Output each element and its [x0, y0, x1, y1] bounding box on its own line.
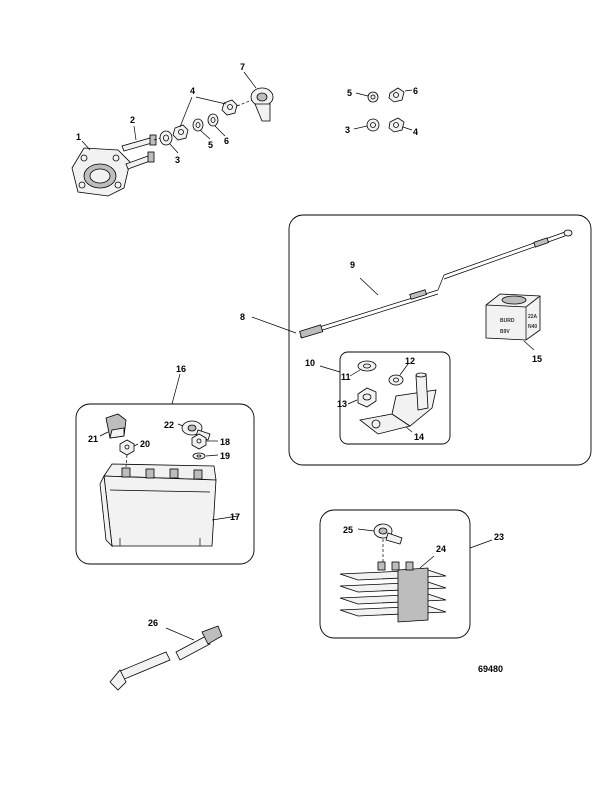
- part-20-nut: [119, 439, 139, 456]
- kit-23-frame: [319, 509, 471, 639]
- callout-25: 25: [343, 525, 353, 535]
- callout-6b: 6: [413, 86, 418, 96]
- part-18-nut: [191, 433, 218, 450]
- anode-text-3: N40: [528, 324, 537, 330]
- callout-6: 6: [224, 136, 229, 146]
- battery-terminal-posts: [121, 454, 203, 480]
- part-7-ring-terminal: [236, 87, 274, 122]
- callout-24: 24: [436, 544, 446, 554]
- callout-13: 13: [337, 399, 347, 409]
- leader-10: [319, 365, 341, 373]
- part-5-lock-washer: [192, 118, 204, 132]
- hardware-set-5-6-3-4: [353, 87, 413, 133]
- part-24-heat-sink: [339, 555, 447, 623]
- callout-22: 22: [164, 420, 174, 430]
- part-15-anode-block: BURD 22A N40 B9V: [485, 293, 541, 351]
- leader-8: [251, 316, 297, 334]
- kit-16-frame: [75, 403, 255, 565]
- part-11-washer: [349, 360, 377, 377]
- callout-16: 16: [176, 364, 186, 374]
- callout-15: 15: [532, 354, 542, 364]
- anode-text-4: B9V: [500, 329, 510, 335]
- part-22-terminal: [177, 420, 211, 441]
- part-25-terminal: [357, 523, 403, 562]
- callout-3: 3: [175, 155, 180, 165]
- part-17-battery: [99, 463, 239, 548]
- callout-4b: 4: [413, 127, 418, 137]
- part-6-flat-washer: [207, 113, 219, 127]
- part-3-washer: [159, 130, 173, 146]
- callout-20: 20: [140, 439, 150, 449]
- part-26-sender-probe: [109, 625, 223, 691]
- part-14-bracket: [359, 372, 437, 435]
- part-21-cover: [99, 413, 127, 439]
- callout-14: 14: [414, 432, 424, 442]
- part-1-mounting-flange: [71, 147, 131, 197]
- callout-11: 11: [341, 372, 351, 382]
- kit-10-frame: [339, 351, 451, 445]
- callout-26: 26: [148, 618, 158, 628]
- callout-2: 2: [130, 115, 135, 125]
- part-4-nuts: [172, 99, 238, 141]
- callout-4: 4: [190, 86, 195, 96]
- callout-8: 8: [240, 312, 245, 322]
- anode-text-1: BURD: [500, 318, 515, 324]
- callout-17: 17: [230, 512, 240, 522]
- callout-23: 23: [494, 532, 504, 542]
- callout-9: 9: [350, 260, 355, 270]
- part-2-bolts: [121, 133, 176, 170]
- callout-18: 18: [220, 437, 230, 447]
- callout-5: 5: [208, 140, 213, 150]
- part-19-washer: [192, 452, 219, 460]
- part-12-lock-washer: [388, 363, 409, 386]
- part-9-cable: [299, 229, 573, 339]
- kit-8-frame: [288, 214, 592, 466]
- callout-10: 10: [305, 358, 315, 368]
- callout-1: 1: [76, 132, 81, 142]
- leader-lines-top-left: [81, 71, 257, 154]
- callout-12: 12: [405, 356, 415, 366]
- callout-19: 19: [220, 451, 230, 461]
- anode-text-2: 22A: [528, 314, 538, 320]
- part-13-nut: [347, 387, 377, 408]
- callout-5b: 5: [347, 88, 352, 98]
- leader-16: [171, 373, 181, 405]
- callout-21: 21: [88, 434, 98, 444]
- leader-23: [469, 539, 493, 549]
- callout-7: 7: [240, 62, 245, 72]
- callout-labels: 1 2 3 4 5 6 7 5 6 3 4 8 9 10 11 12 13 14…: [76, 62, 542, 674]
- figure-number: 69480: [478, 664, 503, 674]
- callout-3b: 3: [345, 125, 350, 135]
